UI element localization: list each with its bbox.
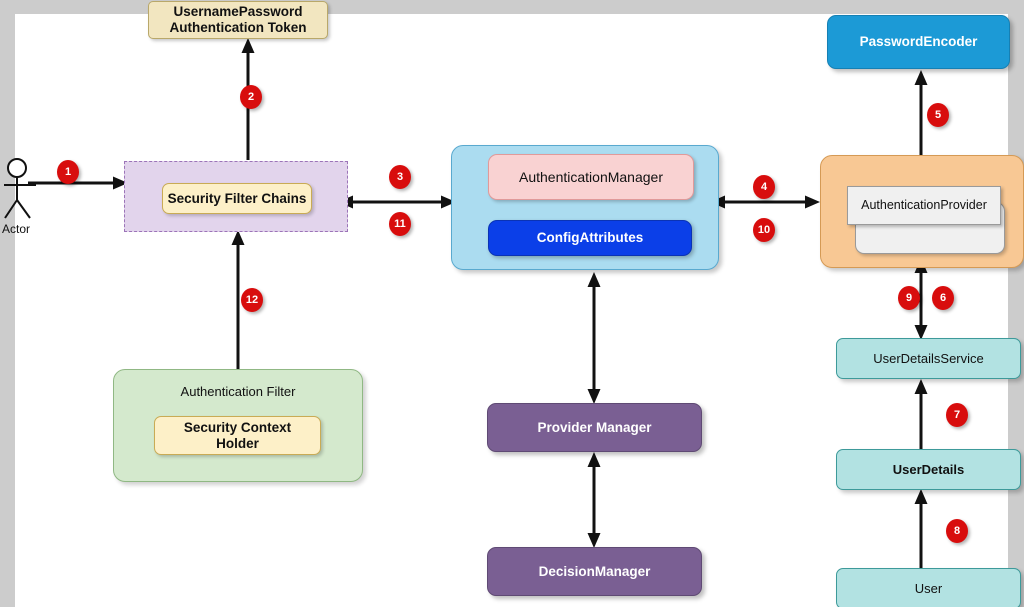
token-line-2: Authentication Token: [169, 20, 307, 35]
badge-12: 12: [241, 288, 263, 312]
badge-4: 4: [753, 175, 775, 199]
badge-7: 7: [946, 403, 968, 427]
badge-9: 9: [898, 286, 920, 310]
node-security-context-holder[interactable]: Security Context Holder: [154, 416, 321, 455]
node-user-details-service[interactable]: UserDetailsService: [836, 338, 1021, 379]
edge-auth-provider-to-password-encoder: [914, 70, 928, 155]
actor-label: Actor: [2, 222, 31, 236]
edge-provider-manager-to-decision-manager: [587, 452, 601, 548]
badge-1: 1: [57, 160, 79, 184]
edge-user-details-to-user-details-service: [914, 379, 928, 451]
badge-5: 5: [927, 103, 949, 127]
diagram-canvas: [15, 14, 1008, 607]
node-config-attributes[interactable]: ConfigAttributes: [488, 220, 692, 256]
badge-8: 8: [946, 519, 968, 543]
node-authentication-manager[interactable]: AuthenticationManager: [488, 154, 694, 200]
actor-figure: [2, 158, 42, 225]
token-line-1: UsernamePassword: [173, 4, 303, 20]
node-password-encoder[interactable]: PasswordEncoder: [827, 15, 1010, 69]
node-username-password-authentication-token[interactable]: UsernamePassword Authentication Token: [148, 1, 328, 39]
badge-11: 11: [389, 212, 411, 236]
edge-filter-chains-to-auth-manager: [338, 195, 456, 209]
node-user-details[interactable]: UserDetails: [836, 449, 1021, 490]
badge-3: 3: [389, 165, 411, 189]
edge-actor-to-filter-chains: [28, 176, 128, 190]
node-decision-manager[interactable]: DecisionManager: [487, 547, 702, 596]
node-security-filter-chains[interactable]: Security Filter Chains: [162, 183, 312, 214]
authentication-filter-label: Authentication Filter: [180, 384, 296, 399]
badge-10: 10: [753, 218, 775, 242]
badge-2: 2: [240, 85, 262, 109]
edge-user-to-user-details: [914, 489, 928, 569]
node-provider-manager[interactable]: Provider Manager: [487, 403, 702, 452]
node-user[interactable]: User: [836, 568, 1021, 607]
edge-auth-manager-to-provider-manager: [587, 272, 601, 404]
edge-auth-filter-to-filter-chains: [231, 230, 245, 370]
security-context-holder-line-1: Security Context: [183, 419, 292, 435]
node-authentication-provider[interactable]: AuthenticationProvider: [847, 186, 1001, 225]
security-context-holder-line-2: Holder: [216, 435, 259, 451]
badge-6: 6: [932, 286, 954, 310]
